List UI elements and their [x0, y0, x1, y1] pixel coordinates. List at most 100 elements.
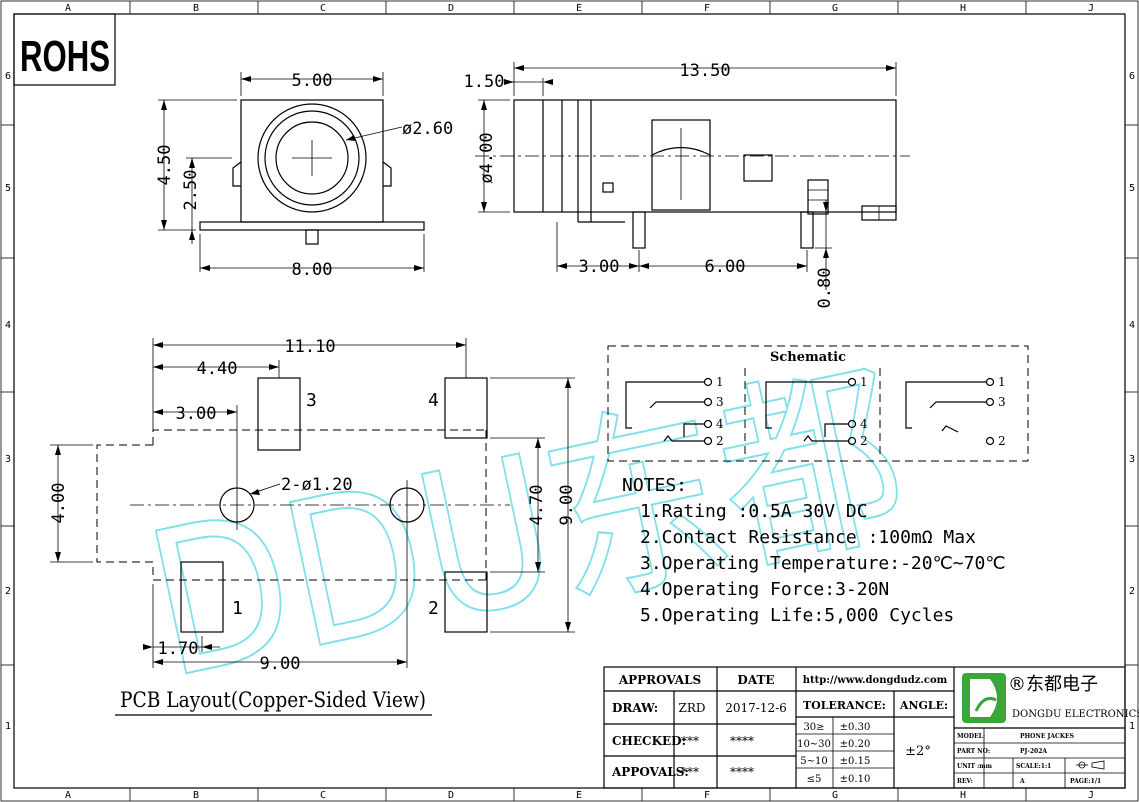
svg-text:A: A: [1019, 778, 1025, 785]
svg-text:2: 2: [860, 434, 868, 448]
svg-text:2: 2: [716, 434, 724, 448]
dim-side-pin2: 6.00: [705, 257, 746, 277]
note-4: 4.Operating Force:3-20N: [640, 579, 889, 600]
dim-side-pinlen: 0.80: [815, 268, 835, 309]
inner-frame: [13, 13, 1126, 789]
svg-text:6: 6: [5, 71, 11, 82]
svg-text:1: 1: [5, 721, 11, 732]
tb-draw: DRAW:: [612, 701, 658, 715]
dim-front-hole: ø2.60: [402, 119, 453, 139]
side-view: 13.50 1.50 ø4.00 3.00 6.00 0.80: [464, 61, 910, 308]
svg-text:****: ****: [730, 765, 754, 779]
tb-tolerance: TOLERANCE:: [803, 699, 886, 712]
pcb-layout: 3 4 1 2 11.10 4.40 3.00 2-ø1.20 4.00 4.7…: [49, 337, 577, 716]
svg-text:F: F: [704, 3, 710, 14]
dim-pcb-total: 11.10: [284, 337, 335, 357]
schematic-title: Schematic: [770, 350, 846, 365]
tb-url: http://www.dongdudz.com: [803, 675, 948, 686]
note-2: 2.Contact Resistance :100mΩ Max: [640, 527, 976, 548]
svg-text:10~30: 10~30: [797, 739, 831, 750]
rohs-box: [13, 13, 116, 86]
front-hole: [275, 121, 349, 195]
svg-text:±0.15: ±0.15: [840, 756, 871, 767]
svg-text:2: 2: [998, 434, 1006, 448]
svg-text:REV:: REV:: [957, 778, 973, 785]
svg-text:5~10: 5~10: [800, 756, 827, 767]
svg-text:2: 2: [5, 586, 11, 597]
note-1: 1.Rating :0.5A 30V DC: [640, 501, 868, 522]
svg-text:G: G: [832, 790, 838, 801]
svg-text:J: J: [1088, 3, 1094, 14]
dim-front-center: 2.50: [181, 170, 201, 211]
pad-label-1: 1: [232, 598, 243, 619]
svg-text:PART NO:: PART NO:: [957, 748, 990, 755]
front-outer-ring: [257, 103, 367, 213]
svg-text:SCALE:1:1: SCALE:1:1: [1016, 763, 1051, 770]
col-label-top: A: [65, 3, 71, 14]
svg-text:3: 3: [5, 454, 11, 465]
svg-text:±0.30: ±0.30: [840, 722, 871, 733]
svg-text:4: 4: [1129, 320, 1135, 331]
tb-date: DATE: [737, 673, 774, 687]
svg-text:PAGE:1/1: PAGE:1/1: [1070, 778, 1101, 785]
dim-pcb-400: 4.00: [49, 483, 69, 524]
front-view: 5.00 ø2.60 4.50 2.50 8.00: [155, 71, 453, 280]
tb-company-cn: ®东都电子: [1008, 674, 1098, 695]
dim-pcb-440: 4.40: [197, 359, 238, 379]
svg-text:A: A: [65, 790, 71, 801]
schematic-box-2: 1 4 2: [765, 375, 868, 448]
svg-text:2: 2: [1129, 586, 1135, 597]
dim-side-offset: 1.50: [464, 72, 505, 92]
schematic-box-3: 1 3 2: [905, 375, 1006, 448]
svg-text:C: C: [320, 790, 326, 801]
svg-text:****: ****: [730, 734, 754, 748]
svg-text:J: J: [1088, 790, 1094, 801]
note-3: 3.Operating Temperature:-20℃~70℃: [640, 553, 1006, 574]
tb-draw-date: 2017-12-6: [725, 701, 787, 715]
svg-text:E: E: [576, 3, 582, 14]
front-pin: [305, 229, 319, 245]
pcb-title: PCB Layout(Copper-Sided View): [120, 688, 426, 712]
schematic-box-1: 1 3 4 2: [625, 375, 724, 448]
pad-label-2: 2: [428, 598, 439, 619]
pad-label-4: 4: [428, 390, 439, 411]
svg-text:5: 5: [1129, 183, 1135, 194]
svg-text:D: D: [448, 3, 454, 14]
tb-checked: CHECKED:: [612, 734, 686, 748]
side-pin-1: [632, 211, 646, 249]
dim-side-length: 13.50: [679, 61, 730, 81]
svg-text:6: 6: [1129, 71, 1135, 82]
svg-text:PHONE JACKES: PHONE JACKES: [1020, 733, 1074, 740]
svg-text:***: ***: [681, 765, 699, 779]
svg-text:4: 4: [860, 417, 868, 431]
notes-heading: NOTES:: [622, 475, 687, 496]
svg-text:1: 1: [860, 375, 868, 389]
pcb-pad-1: [180, 561, 224, 633]
pcb-pad-2: [444, 571, 488, 633]
dim-pcb-holes: 2-ø1.20: [281, 475, 353, 495]
dim-side-pin1: 3.00: [579, 257, 620, 277]
svg-text:B: B: [193, 790, 199, 801]
svg-text:UNIT :mm: UNIT :mm: [957, 763, 993, 770]
pad-label-3: 3: [306, 390, 317, 411]
svg-text:B: B: [193, 3, 199, 14]
svg-text:4: 4: [5, 320, 11, 331]
svg-text:≤5: ≤5: [807, 774, 822, 785]
svg-text:E: E: [576, 790, 582, 801]
note-5: 5.Operating Life:5,000 Cycles: [640, 605, 954, 626]
svg-text:1: 1: [716, 375, 724, 389]
dim-pcb-170: 1.70: [158, 639, 199, 659]
svg-text:***: ***: [681, 734, 699, 748]
company-logo: [962, 673, 1006, 723]
svg-text:5: 5: [5, 183, 11, 194]
front-base: [199, 221, 425, 231]
schematic: Schematic 1 3 4 2 1 4 2: [607, 345, 1029, 462]
dim-side-dia: ø4.00: [477, 132, 497, 183]
column-labels: A B C D E F G H J A B C D E F G H J: [65, 1, 1094, 801]
projection-symbol-icon: [1076, 760, 1105, 770]
svg-text:4: 4: [716, 417, 724, 431]
svg-text:3: 3: [716, 395, 724, 409]
svg-text:G: G: [832, 3, 838, 14]
svg-text:1: 1: [1129, 721, 1135, 732]
